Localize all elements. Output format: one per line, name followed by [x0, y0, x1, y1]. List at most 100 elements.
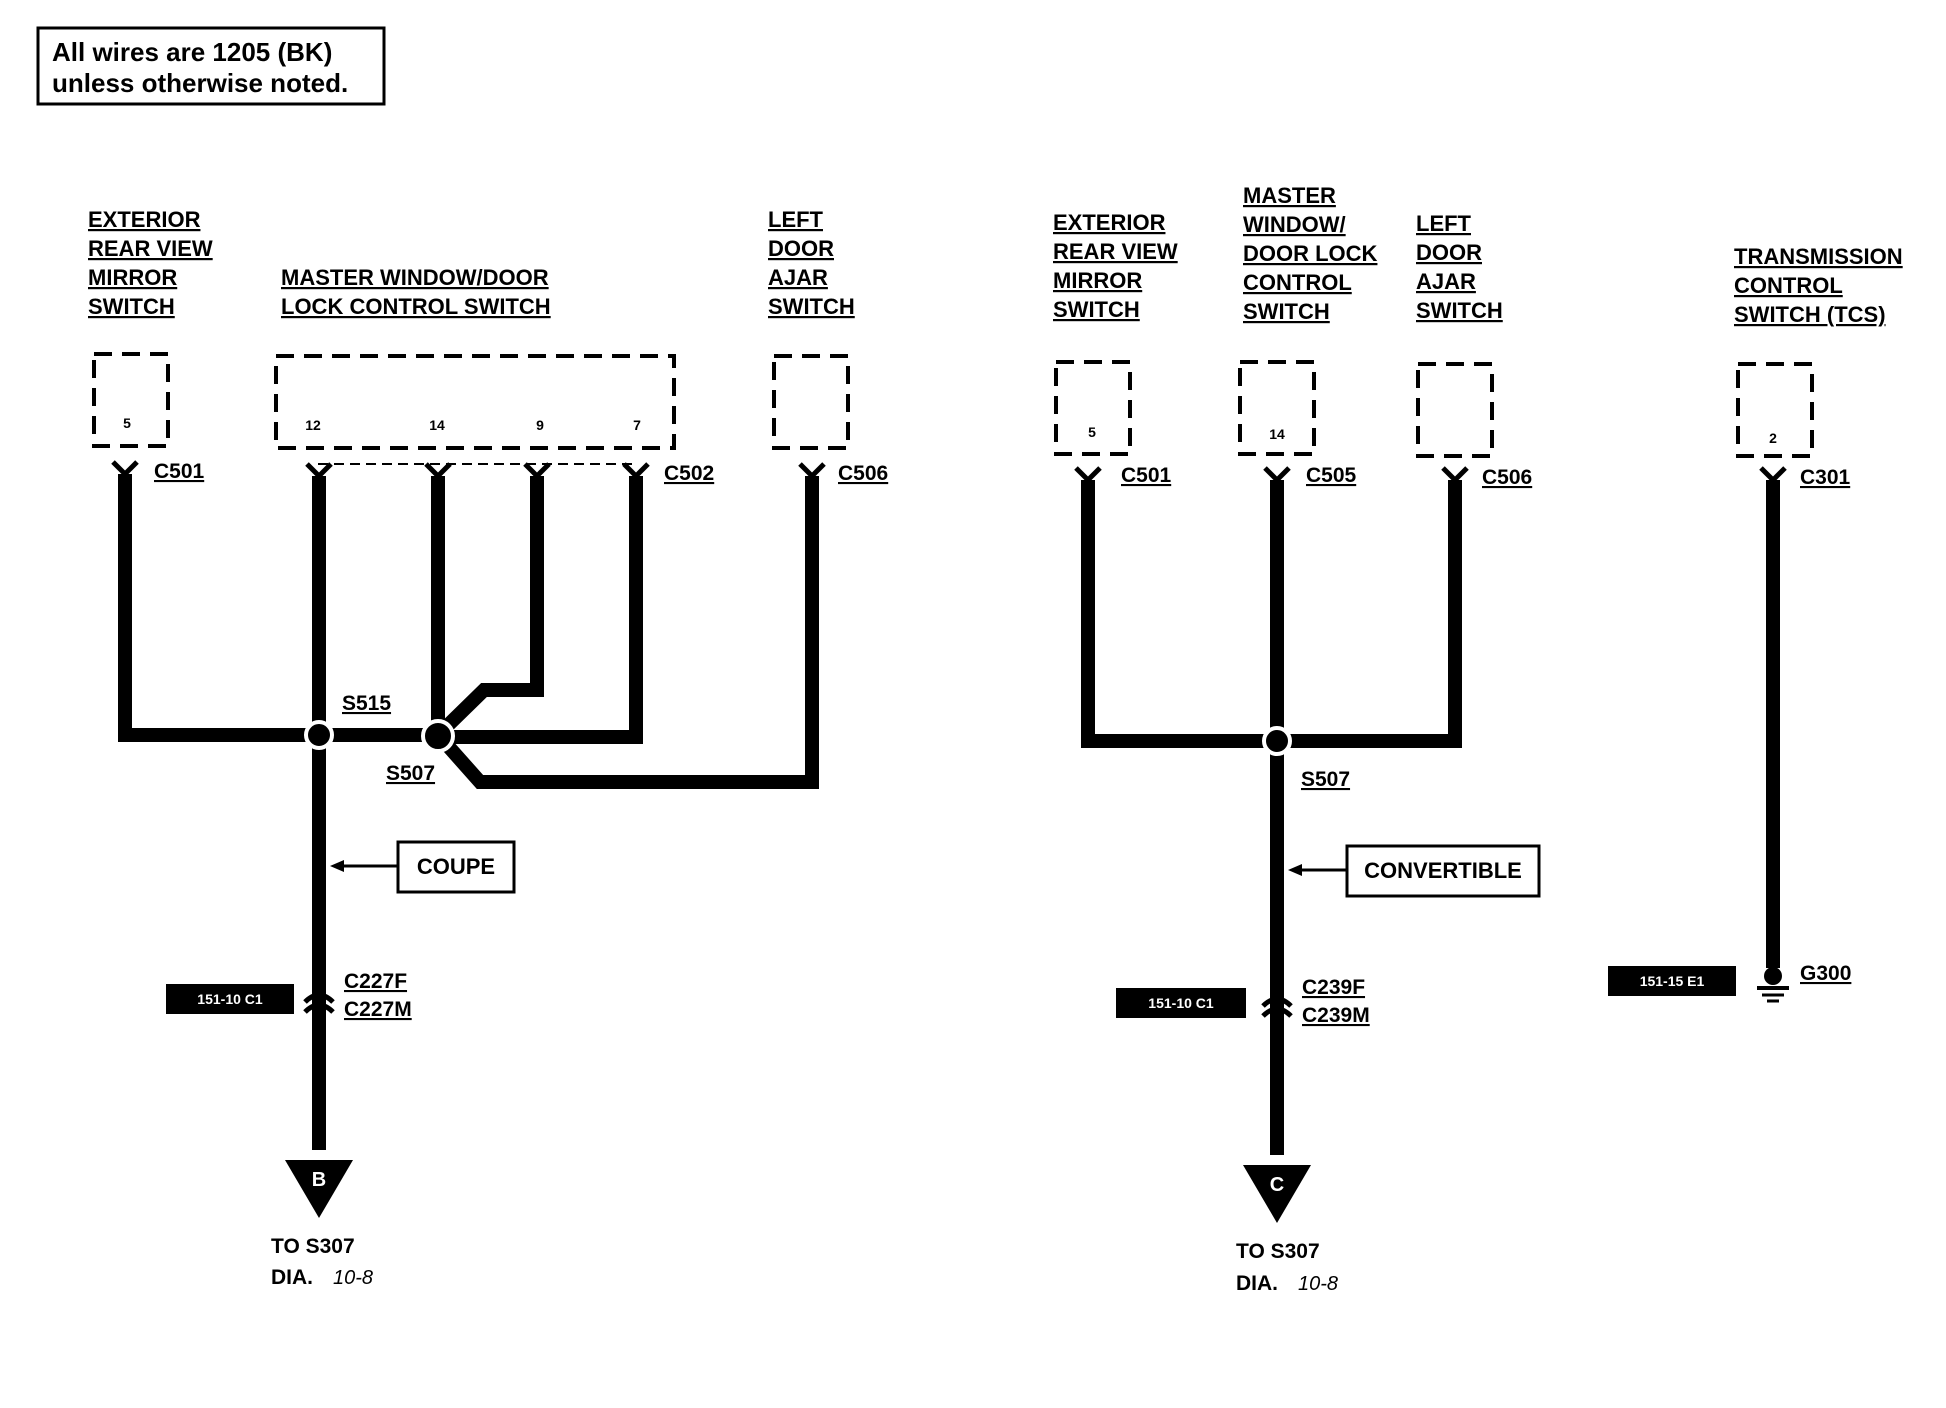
- coupe-wire-pin9: [435, 476, 544, 739]
- coupe-splice-s515-label: S515: [342, 692, 391, 715]
- convertible-circuit: EXTERIOR REAR VIEW MIRROR SWITCH MASTER …: [1053, 183, 1541, 1295]
- svg-text:AJAR: AJAR: [768, 265, 828, 290]
- coupe-ref-text: 151-10 C1: [197, 991, 263, 1007]
- coupe-connector-c506: C506: [838, 462, 888, 485]
- tcs-pin-terminal: [1759, 466, 1787, 484]
- conv-door-ajar-box: [1416, 362, 1494, 458]
- svg-text:CONTROL: CONTROL: [1243, 270, 1352, 295]
- conv-connector-c239m: C239M: [1302, 1004, 1370, 1027]
- svg-text:SWITCH: SWITCH: [768, 294, 855, 319]
- conv-master-switch-label: MASTER WINDOW/ DOOR LOCK CONTROL SWITCH: [1243, 183, 1378, 324]
- conv-inline-connector: [1261, 996, 1293, 1018]
- coupe-target-dia-label: DIA.: [271, 1266, 313, 1289]
- svg-text:SWITCH: SWITCH: [88, 294, 175, 319]
- tcs-circuit: TRANSMISSION CONTROL SWITCH (TCS) 2 C301…: [1608, 244, 1903, 1003]
- svg-text:EXTERIOR: EXTERIOR: [1053, 210, 1166, 235]
- tcs-ref-badge: [1608, 966, 1736, 996]
- svg-text:REAR VIEW: REAR VIEW: [1053, 239, 1178, 264]
- note-line-1: All wires are 1205 (BK): [52, 37, 332, 67]
- conv-connector-c505: C505: [1306, 464, 1357, 487]
- conv-master-pin: 14: [1269, 426, 1285, 442]
- svg-text:SWITCH (TCS): SWITCH (TCS): [1734, 302, 1886, 327]
- coupe-mirror-switch-label: EXTERIOR REAR VIEW MIRROR SWITCH: [88, 207, 213, 319]
- conv-master-switch-box: [1238, 360, 1316, 456]
- conv-target-dia-value: 10-8: [1298, 1273, 1338, 1295]
- svg-text:AJAR: AJAR: [1416, 269, 1476, 294]
- coupe-ref-badge: [166, 984, 294, 1014]
- svg-text:MIRROR: MIRROR: [88, 265, 177, 290]
- note-line-2: unless otherwise noted.: [52, 68, 348, 98]
- conv-variant-box: [1345, 844, 1541, 898]
- coupe-target-dia-value: 10-8: [333, 1267, 373, 1289]
- svg-text:SWITCH: SWITCH: [1416, 298, 1503, 323]
- coupe-mirror-switch-box: [92, 352, 170, 448]
- tcs-ground-g300: G300: [1800, 962, 1851, 985]
- coupe-mirror-pin: 5: [123, 415, 131, 431]
- coupe-arrow-label: B: [312, 1169, 326, 1191]
- svg-text:LOCK CONTROL SWITCH: LOCK CONTROL SWITCH: [281, 294, 551, 319]
- conv-target-dia-label: DIA.: [1236, 1272, 1278, 1295]
- coupe-connector-c502: C502: [664, 462, 714, 485]
- svg-text:DOOR LOCK: DOOR LOCK: [1243, 241, 1378, 266]
- coupe-master-pin-14: 14: [429, 417, 445, 433]
- coupe-variant-box: [396, 840, 516, 894]
- coupe-wire-mirror: [118, 474, 320, 742]
- coupe-connector-c227m: C227M: [344, 998, 412, 1021]
- conv-arrow-c: [1243, 1165, 1311, 1223]
- conv-variant-label: CONVERTIBLE: [1364, 858, 1522, 883]
- conv-variant-arrowhead: [1288, 864, 1302, 876]
- coupe-splice-s507: [421, 719, 455, 753]
- coupe-arrow-b: [285, 1160, 353, 1218]
- tcs-ref-text: 151-15 E1: [1640, 973, 1705, 989]
- svg-text:SWITCH: SWITCH: [1243, 299, 1330, 324]
- conv-splice-s507: [1262, 726, 1292, 756]
- coupe-wire-pin7: [440, 476, 643, 744]
- coupe-connector-c501: C501: [154, 460, 205, 483]
- svg-text:DOOR: DOOR: [1416, 240, 1482, 265]
- tcs-label: TRANSMISSION CONTROL SWITCH (TCS): [1734, 244, 1903, 327]
- coupe-master-switch-box: [274, 354, 676, 450]
- coupe-master-pin-7: 7: [633, 417, 641, 433]
- conv-ref-badge: [1116, 988, 1246, 1018]
- conv-mirror-pin: 5: [1088, 424, 1096, 440]
- conv-ref-text: 151-10 C1: [1148, 995, 1214, 1011]
- coupe-master-pin-12: 12: [305, 417, 321, 433]
- svg-text:REAR VIEW: REAR VIEW: [88, 236, 213, 261]
- wire-color-note: All wires are 1205 (BK) unless otherwise…: [36, 26, 386, 106]
- svg-text:SWITCH: SWITCH: [1053, 297, 1140, 322]
- svg-text:EXTERIOR: EXTERIOR: [88, 207, 201, 232]
- coupe-splice-s507-label: S507: [386, 762, 435, 785]
- svg-text:DOOR: DOOR: [768, 236, 834, 261]
- conv-connector-c506: C506: [1482, 466, 1532, 489]
- svg-text:MIRROR: MIRROR: [1053, 268, 1142, 293]
- coupe-variant-arrowhead: [330, 860, 344, 872]
- coupe-master-switch-label: MASTER WINDOW/DOOR LOCK CONTROL SWITCH: [281, 265, 551, 319]
- tcs-connector-c301: C301: [1800, 466, 1851, 489]
- svg-text:LEFT: LEFT: [1416, 211, 1472, 236]
- coupe-target-line1: TO S307: [271, 1235, 355, 1258]
- svg-text:LEFT: LEFT: [768, 207, 824, 232]
- coupe-connector-c227f: C227F: [344, 970, 407, 993]
- tcs-pin: 2: [1769, 430, 1777, 446]
- svg-text:CONTROL: CONTROL: [1734, 273, 1843, 298]
- coupe-master-pin-9: 9: [536, 417, 544, 433]
- coupe-variant-label: COUPE: [417, 854, 495, 879]
- svg-text:MASTER: MASTER: [1243, 183, 1336, 208]
- svg-text:MASTER WINDOW/DOOR: MASTER WINDOW/DOOR: [281, 265, 549, 290]
- conv-target-line1: TO S307: [1236, 1240, 1320, 1263]
- conv-mirror-switch-label: EXTERIOR REAR VIEW MIRROR SWITCH: [1053, 210, 1178, 322]
- coupe-circuit: EXTERIOR REAR VIEW MIRROR SWITCH MASTER …: [88, 207, 888, 1289]
- conv-door-ajar-label: LEFT DOOR AJAR SWITCH: [1416, 211, 1503, 323]
- conv-mirror-switch-box: [1054, 360, 1132, 456]
- svg-text:WINDOW/: WINDOW/: [1243, 212, 1346, 237]
- ground-icon: [1757, 967, 1789, 1003]
- conv-connector-c501: C501: [1121, 464, 1172, 487]
- conv-splice-s507-label: S507: [1301, 768, 1350, 791]
- coupe-splice-s515: [304, 720, 334, 750]
- svg-text:TRANSMISSION: TRANSMISSION: [1734, 244, 1903, 269]
- tcs-box: [1736, 362, 1814, 458]
- coupe-wire-door-ajar: [434, 476, 819, 789]
- coupe-door-ajar-label: LEFT DOOR AJAR SWITCH: [768, 207, 855, 319]
- conv-connector-c239f: C239F: [1302, 976, 1365, 999]
